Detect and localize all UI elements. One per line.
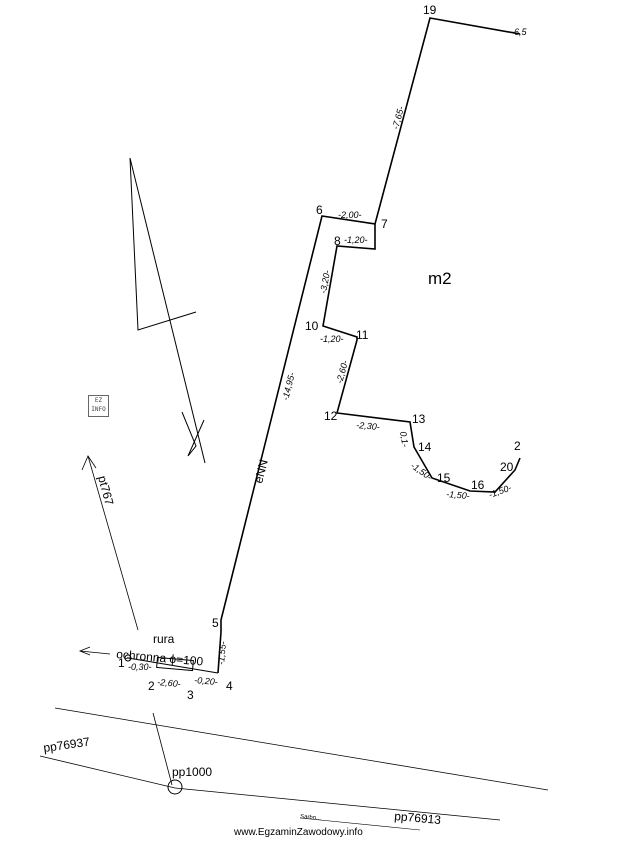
parcel-pp1000: pp1000 bbox=[172, 765, 212, 779]
point-label: 3 bbox=[187, 688, 194, 702]
point-label: 15 bbox=[437, 471, 451, 485]
north-arrow bbox=[129, 157, 206, 464]
pt767-arrow bbox=[78, 455, 139, 656]
point-label: 2 bbox=[148, 679, 155, 693]
point-label: 20 bbox=[500, 460, 514, 474]
point-label: 6 bbox=[316, 203, 323, 217]
footer-url: www.EgzaminZawodowy.info bbox=[234, 827, 363, 838]
parcel-pp76913: pp76913 bbox=[394, 809, 442, 827]
dimension-label: -1,50- bbox=[446, 489, 470, 501]
point-label: 7 bbox=[381, 217, 388, 231]
point-label: 14 bbox=[418, 440, 432, 454]
dimension-label: 0,1- bbox=[398, 431, 411, 448]
dimension-label: -6,5 bbox=[511, 27, 528, 37]
point-label: 11 bbox=[356, 328, 369, 342]
dimension-label: -2,30- bbox=[356, 420, 380, 432]
dimension-label: -0,20- bbox=[194, 675, 218, 687]
dimension-label: -0,30- bbox=[128, 662, 152, 672]
dimension-labels: -7,65--2,00--1,20--3,20--1,20--2,60--2,3… bbox=[128, 27, 528, 689]
point-label: 4 bbox=[226, 679, 233, 693]
dimension-label: -1,55- bbox=[216, 641, 228, 665]
map-label: m2 bbox=[428, 269, 452, 288]
point-label: 2 bbox=[514, 439, 521, 453]
parcel-pp76937: pp76937 bbox=[42, 735, 91, 755]
dimension-label: -2,00- bbox=[338, 210, 362, 220]
pipe-label-line1: rura bbox=[153, 632, 175, 646]
dimension-label: -1,20- bbox=[344, 235, 368, 245]
dimension-label: -2,60- bbox=[157, 677, 181, 689]
dimension-label: -1,20- bbox=[320, 334, 344, 344]
protective-pipe bbox=[124, 654, 219, 674]
cable-label: eNN bbox=[251, 458, 270, 485]
point-label: 12 bbox=[324, 409, 338, 423]
cable-route-upper bbox=[374, 17, 521, 225]
dimension-label: -1,50- bbox=[487, 482, 513, 499]
point-label: 5 bbox=[212, 616, 219, 630]
point-label: 19 bbox=[423, 3, 437, 17]
point-label: 10 bbox=[305, 319, 319, 333]
dimension-label: -1,50- bbox=[409, 460, 434, 482]
road-label: Sarbo... bbox=[300, 814, 322, 822]
ez-info-logo: EZ INFO bbox=[88, 395, 109, 417]
cable-route bbox=[217, 215, 521, 674]
point-label: 1 bbox=[118, 656, 125, 670]
point-label: 13 bbox=[412, 412, 426, 426]
logo-text: EZ INFO bbox=[91, 397, 106, 413]
parcel-lines bbox=[39, 707, 549, 831]
point-label: 8 bbox=[334, 234, 341, 248]
dimension-label: -3,20- bbox=[318, 269, 332, 294]
point-label: 16 bbox=[471, 478, 485, 492]
